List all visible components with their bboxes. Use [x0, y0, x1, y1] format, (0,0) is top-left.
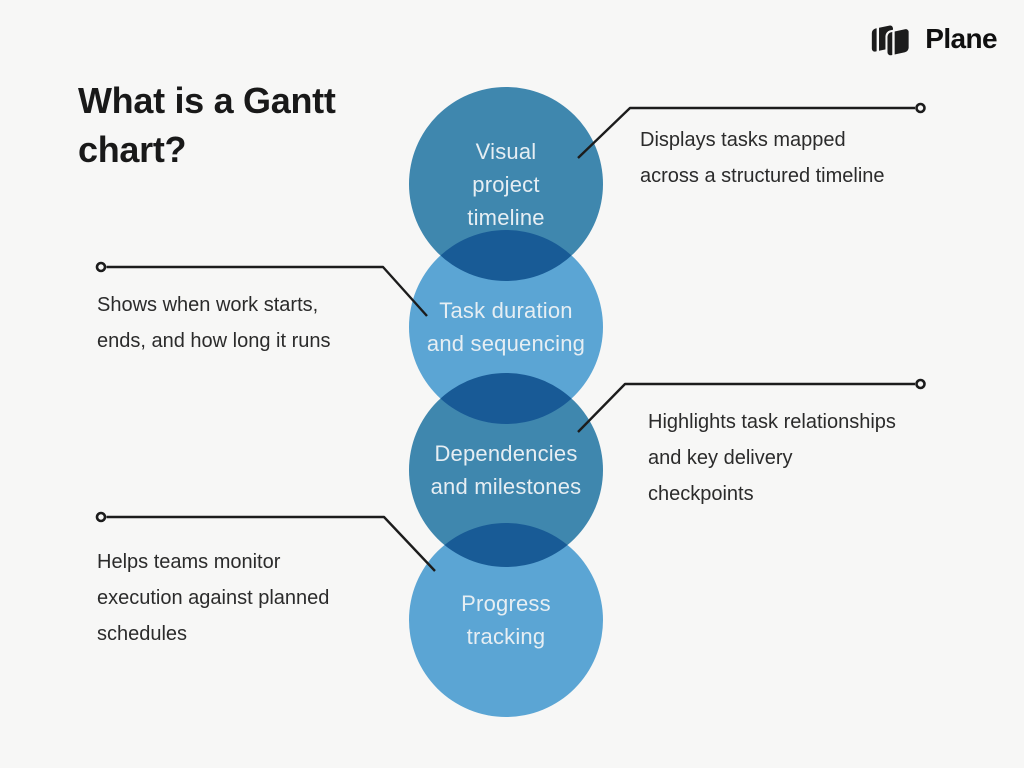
node-label: Dependencies and milestones: [430, 441, 582, 499]
page-title: What is a Gantt chart?: [78, 80, 336, 170]
node-dependencies-milestones: Dependencies and milestones: [409, 373, 603, 567]
node-progress-tracking: Progress tracking: [409, 523, 603, 717]
annotation-shows-when-work-starts: Shows when work starts, ends, and how lo…: [97, 294, 331, 352]
annotation-displays-tasks: Displays tasks mapped across a structure…: [640, 129, 885, 187]
plane-logo-icon: [872, 25, 911, 57]
node-label: Visual project timeline: [467, 138, 545, 230]
connector-dot: [95, 511, 107, 523]
node-label: Progress tracking: [461, 591, 551, 649]
node-label: Task duration and sequencing: [426, 298, 586, 356]
node-task-duration-sequencing: Task duration and sequencing: [409, 230, 603, 424]
annotation-highlights-task-relationships: Highlights task relationships and key de…: [648, 411, 896, 505]
annotation-helps-teams-monitor: Helps teams monitor execution against pl…: [97, 551, 330, 645]
connector-dot: [915, 102, 926, 114]
connector-dot: [95, 261, 107, 273]
plane-logo: Plane: [870, 20, 998, 57]
plane-logo-text: Plane: [925, 22, 997, 54]
node-visual-project-timeline: Visual project timeline: [409, 87, 603, 281]
connector-dot: [915, 378, 926, 390]
